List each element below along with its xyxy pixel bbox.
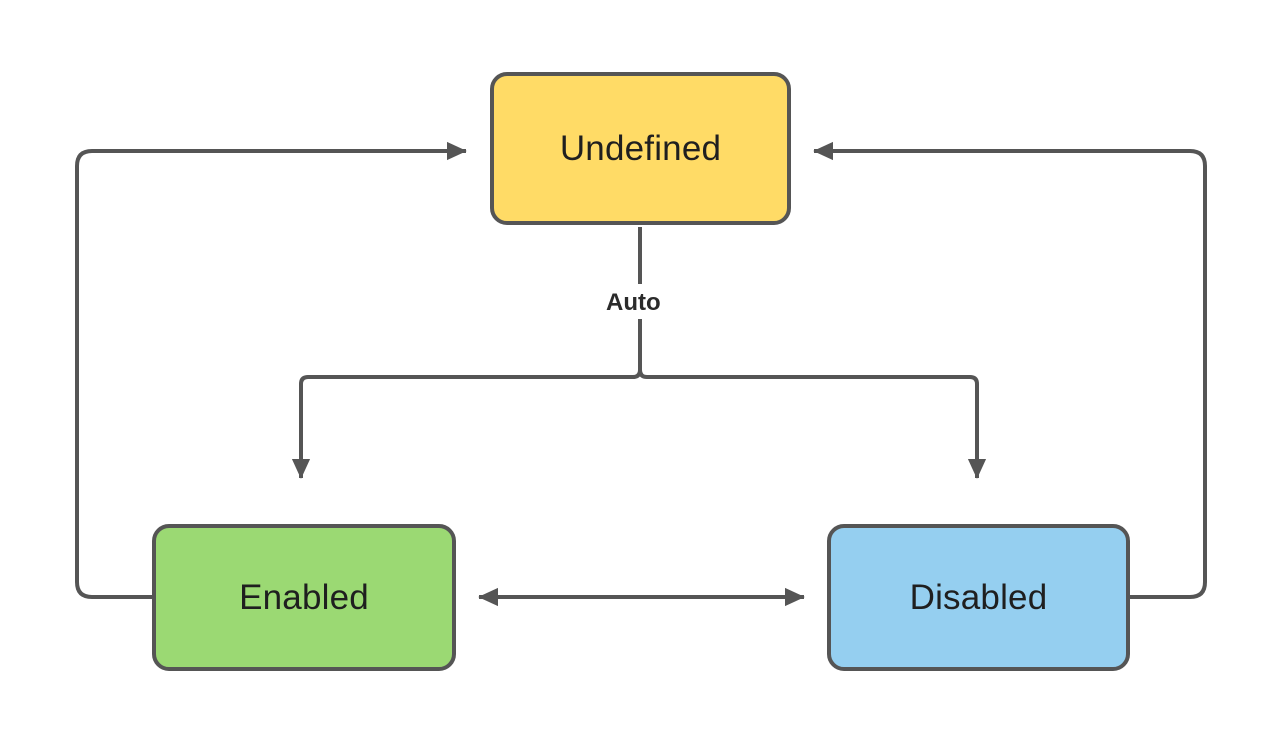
node-undefined-label: Undefined <box>559 129 722 168</box>
node-disabled-label: Disabled <box>909 578 1048 617</box>
edge-label-auto: Auto <box>598 288 669 318</box>
node-enabled-label: Enabled <box>239 578 369 617</box>
edge-disabled-to-undefined <box>813 141 1207 599</box>
node-disabled[interactable]: Disabled <box>827 524 1130 671</box>
edge-fork-to-enabled <box>291 369 642 479</box>
node-enabled[interactable]: Enabled <box>152 524 456 671</box>
edge-enabled-to-undefined <box>75 141 467 599</box>
edge-fork-to-disabled <box>638 369 987 479</box>
node-undefined[interactable]: Undefined <box>490 72 791 225</box>
